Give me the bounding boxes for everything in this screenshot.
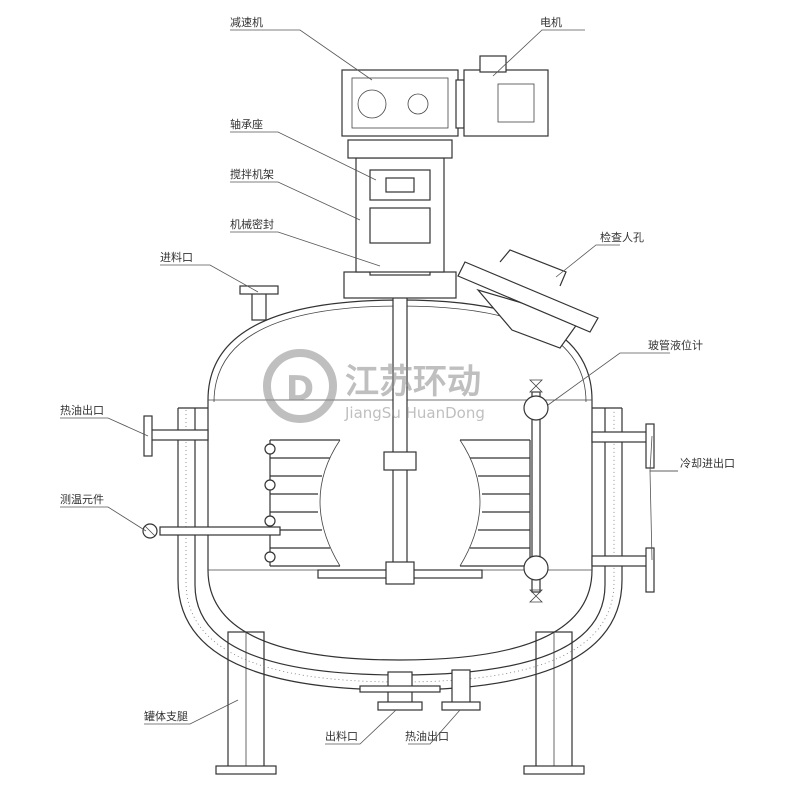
label-motor: 电机: [540, 15, 562, 29]
label-hot-oil-outlet-bottom: 热油出口: [405, 729, 449, 743]
cooling-pipes: [591, 423, 655, 593]
watermark-company-cn: 江苏环动: [345, 362, 481, 402]
coil-left: [264, 439, 341, 567]
reducer-and-motor: [341, 55, 549, 137]
leader-lines: [60, 29, 678, 745]
label-inspection-manhole: 检查人孔: [600, 230, 644, 244]
label-agitator-frame: 搅拌机架: [230, 167, 274, 181]
label-tank-legs: 罐体支腿: [144, 709, 188, 723]
glass-level-gauge: [523, 379, 549, 603]
label-bearing-seat: 轴承座: [230, 117, 263, 131]
label-cooling-inlet-outlet: 冷却进出口: [680, 456, 735, 470]
watermark: D 江苏环动 JiangSu HuanDong: [263, 349, 485, 423]
inspection-manhole: [457, 249, 599, 349]
watermark-logo-ring: [263, 349, 337, 423]
label-feed-inlet: 进料口: [160, 250, 193, 264]
discharge-nozzles: [359, 669, 481, 711]
hot-oil-outlet-left: [143, 415, 209, 457]
label-mechanical-seal: 机械密封: [230, 217, 274, 231]
label-hot-oil-outlet-left: 热油出口: [60, 403, 104, 417]
feed-inlet-nozzle: [239, 285, 279, 321]
watermark-company-en: JiangSu HuanDong: [344, 404, 485, 422]
coil-right: [459, 439, 531, 567]
temp-sensor: [142, 523, 281, 539]
label-reducer: 减速机: [230, 15, 263, 29]
label-discharge-outlet: 出料口: [325, 729, 358, 743]
frame-and-seal: [343, 139, 457, 299]
watermark-logo-letter: D: [286, 369, 314, 409]
tank-legs: [215, 631, 585, 775]
label-glass-level-gauge: 玻管液位计: [648, 338, 703, 352]
label-temp-sensor: 测温元件: [60, 493, 104, 506]
